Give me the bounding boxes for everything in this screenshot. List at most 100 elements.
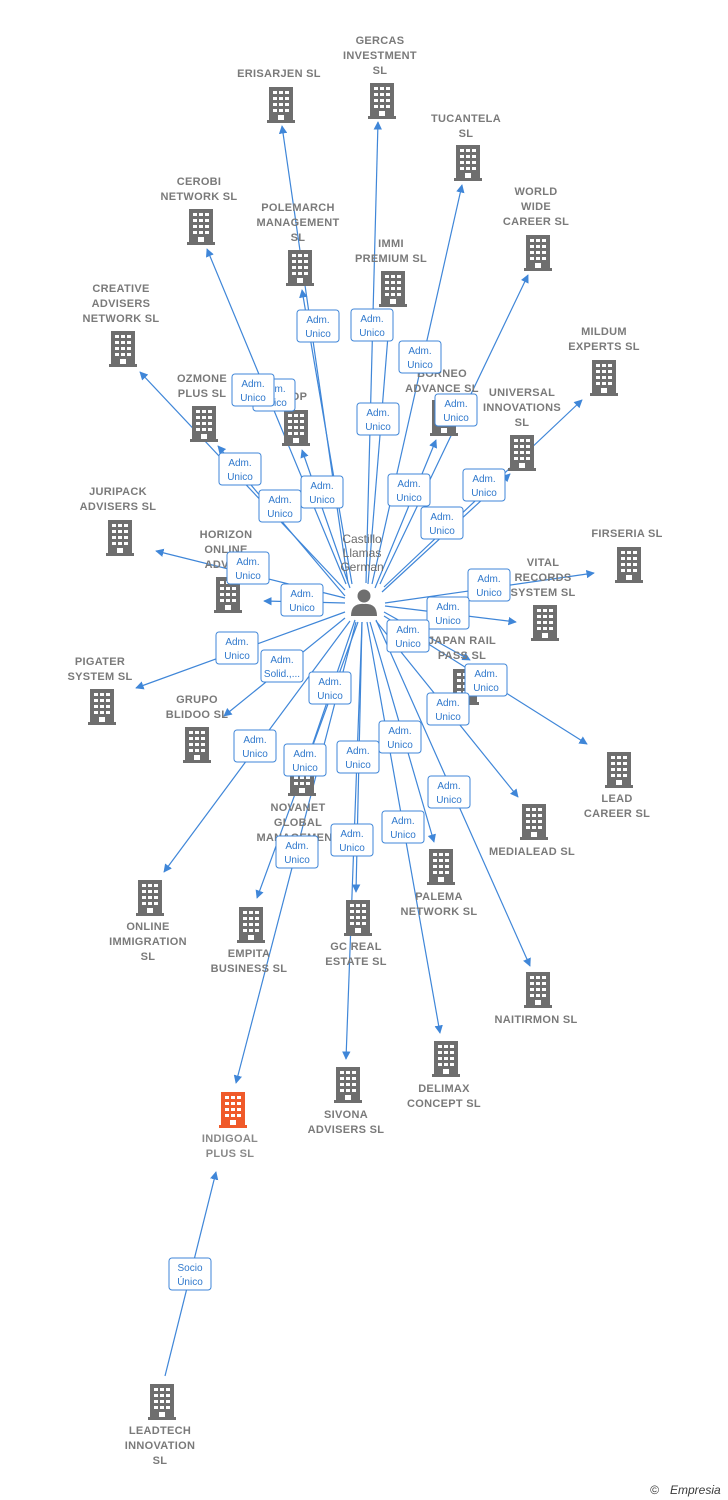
- role-text: Adm.: [318, 677, 341, 688]
- role-badge-online[interactable]: Adm.Unico: [233, 729, 277, 763]
- role-badge-ozmone[interactable]: Adm.Unico: [258, 489, 302, 523]
- company-node-pigater[interactable]: PIGATER SYSTEM SL: [67, 656, 132, 725]
- role-badge-novanet[interactable]: Adm.Unico: [308, 671, 352, 705]
- role-badge-immi[interactable]: Adm.Unico: [356, 402, 400, 436]
- role-box: [308, 671, 352, 705]
- company-label: GC REAL: [330, 941, 382, 953]
- role-badge-naitirmon[interactable]: Adm.Unico: [427, 775, 471, 809]
- building-icon: [286, 250, 314, 286]
- role-badge-worldwide[interactable]: Adm.Unico: [434, 393, 478, 427]
- role-text: Unico: [387, 740, 413, 751]
- role-box: [226, 551, 270, 585]
- role-text: Adm.: [397, 479, 420, 490]
- company-label: HORIZON: [200, 529, 253, 541]
- company-label: MILDUM: [581, 326, 627, 338]
- role-text: Adm.: [268, 495, 291, 506]
- role-badge-japanrail[interactable]: Adm.Unico: [386, 619, 430, 653]
- role-badge-horizon[interactable]: Adm.Unico: [280, 583, 324, 617]
- company-label: SYSTEM SL: [67, 671, 132, 683]
- company-node-erisarjen[interactable]: ERISARJEN SL: [237, 68, 321, 123]
- role-text: Unico: [390, 830, 416, 841]
- role-badge-delimax[interactable]: Adm.Unico: [381, 810, 425, 844]
- building-icon: [379, 271, 407, 307]
- role-badge-sivona[interactable]: Adm.Unico: [330, 823, 374, 857]
- role-text: Adm.: [346, 746, 369, 757]
- building-icon: [344, 900, 372, 936]
- brand-watermark: ©Empresia: [650, 1483, 721, 1497]
- role-text: Adm.: [236, 557, 259, 568]
- role-text: Adm.: [270, 655, 293, 666]
- role-badge-universal[interactable]: Adm.Unico: [420, 506, 464, 540]
- building-icon: [136, 880, 164, 916]
- role-text: Adm.: [388, 726, 411, 737]
- company-label: SIVONA: [324, 1109, 368, 1121]
- company-label: ADVISERS SL: [80, 501, 157, 513]
- role-text: Adm.: [366, 408, 389, 419]
- role-badge-empita[interactable]: Adm.Unico: [283, 743, 327, 777]
- role-badge-palema[interactable]: Adm. Unico: [378, 720, 422, 754]
- role-badge-leadcareer[interactable]: Adm.Unico: [464, 663, 508, 697]
- role-badge-vital[interactable]: Adm.Unico: [426, 596, 470, 630]
- role-badge-juripack[interactable]: Adm.Unico: [226, 551, 270, 585]
- role-badge-gercas[interactable]: Adm.Unico: [350, 308, 394, 342]
- company-label: NETWORK SL: [83, 313, 160, 325]
- building-icon: [88, 689, 116, 725]
- role-text: Unico: [395, 639, 421, 650]
- role-badge-gcreal[interactable]: Adm.Unico: [336, 740, 380, 774]
- role-text: Único: [177, 1275, 203, 1288]
- company-node-medialead[interactable]: MEDIALEAD SL: [489, 804, 575, 858]
- role-badge-indigoal[interactable]: Adm.Unico: [275, 835, 319, 869]
- company-label: SL: [515, 417, 530, 429]
- company-node-naitirmon[interactable]: NAITIRMON SL: [494, 972, 577, 1026]
- role-badge-borneo[interactable]: Adm.Unico: [387, 473, 431, 507]
- role-badge-tucantela[interactable]: Adm.Unico: [398, 340, 442, 374]
- edge-gercas: [365, 121, 383, 584]
- role-badge-grupoblidoo[interactable]: Adm.Solid.,...: [260, 649, 304, 683]
- role-badge-medialead[interactable]: Adm.Unico: [426, 692, 470, 726]
- role-badge-polemarch[interactable]: Adm.Unico: [296, 309, 340, 343]
- company-node-firseria[interactable]: FIRSERIA SL: [591, 528, 662, 583]
- building-icon: [520, 804, 548, 840]
- role-badge-mildum[interactable]: Adm.Unico: [462, 468, 506, 502]
- company-label: PIGATER: [75, 656, 125, 668]
- role-badge-op_hidden[interactable]: Adm.Unico: [300, 475, 344, 509]
- role-badge-pigater[interactable]: Adm.Unico: [215, 631, 259, 665]
- role-badge-creative[interactable]: Adm.Unico: [218, 452, 262, 486]
- role-badge-firseria[interactable]: Adm.Unico: [467, 568, 511, 602]
- building-icon: [590, 360, 618, 396]
- company-label: ADVISERS: [92, 298, 151, 310]
- company-label: WORLD: [514, 186, 557, 198]
- company-label: SYSTEM SL: [510, 587, 575, 599]
- role-text: Unico: [309, 495, 335, 506]
- role-text: Adm.: [360, 314, 383, 325]
- role-badge-cerobi[interactable]: Adm.Unico: [231, 373, 275, 407]
- role-box: [387, 473, 431, 507]
- role-box: [233, 729, 277, 763]
- role-text: Unico: [443, 413, 469, 424]
